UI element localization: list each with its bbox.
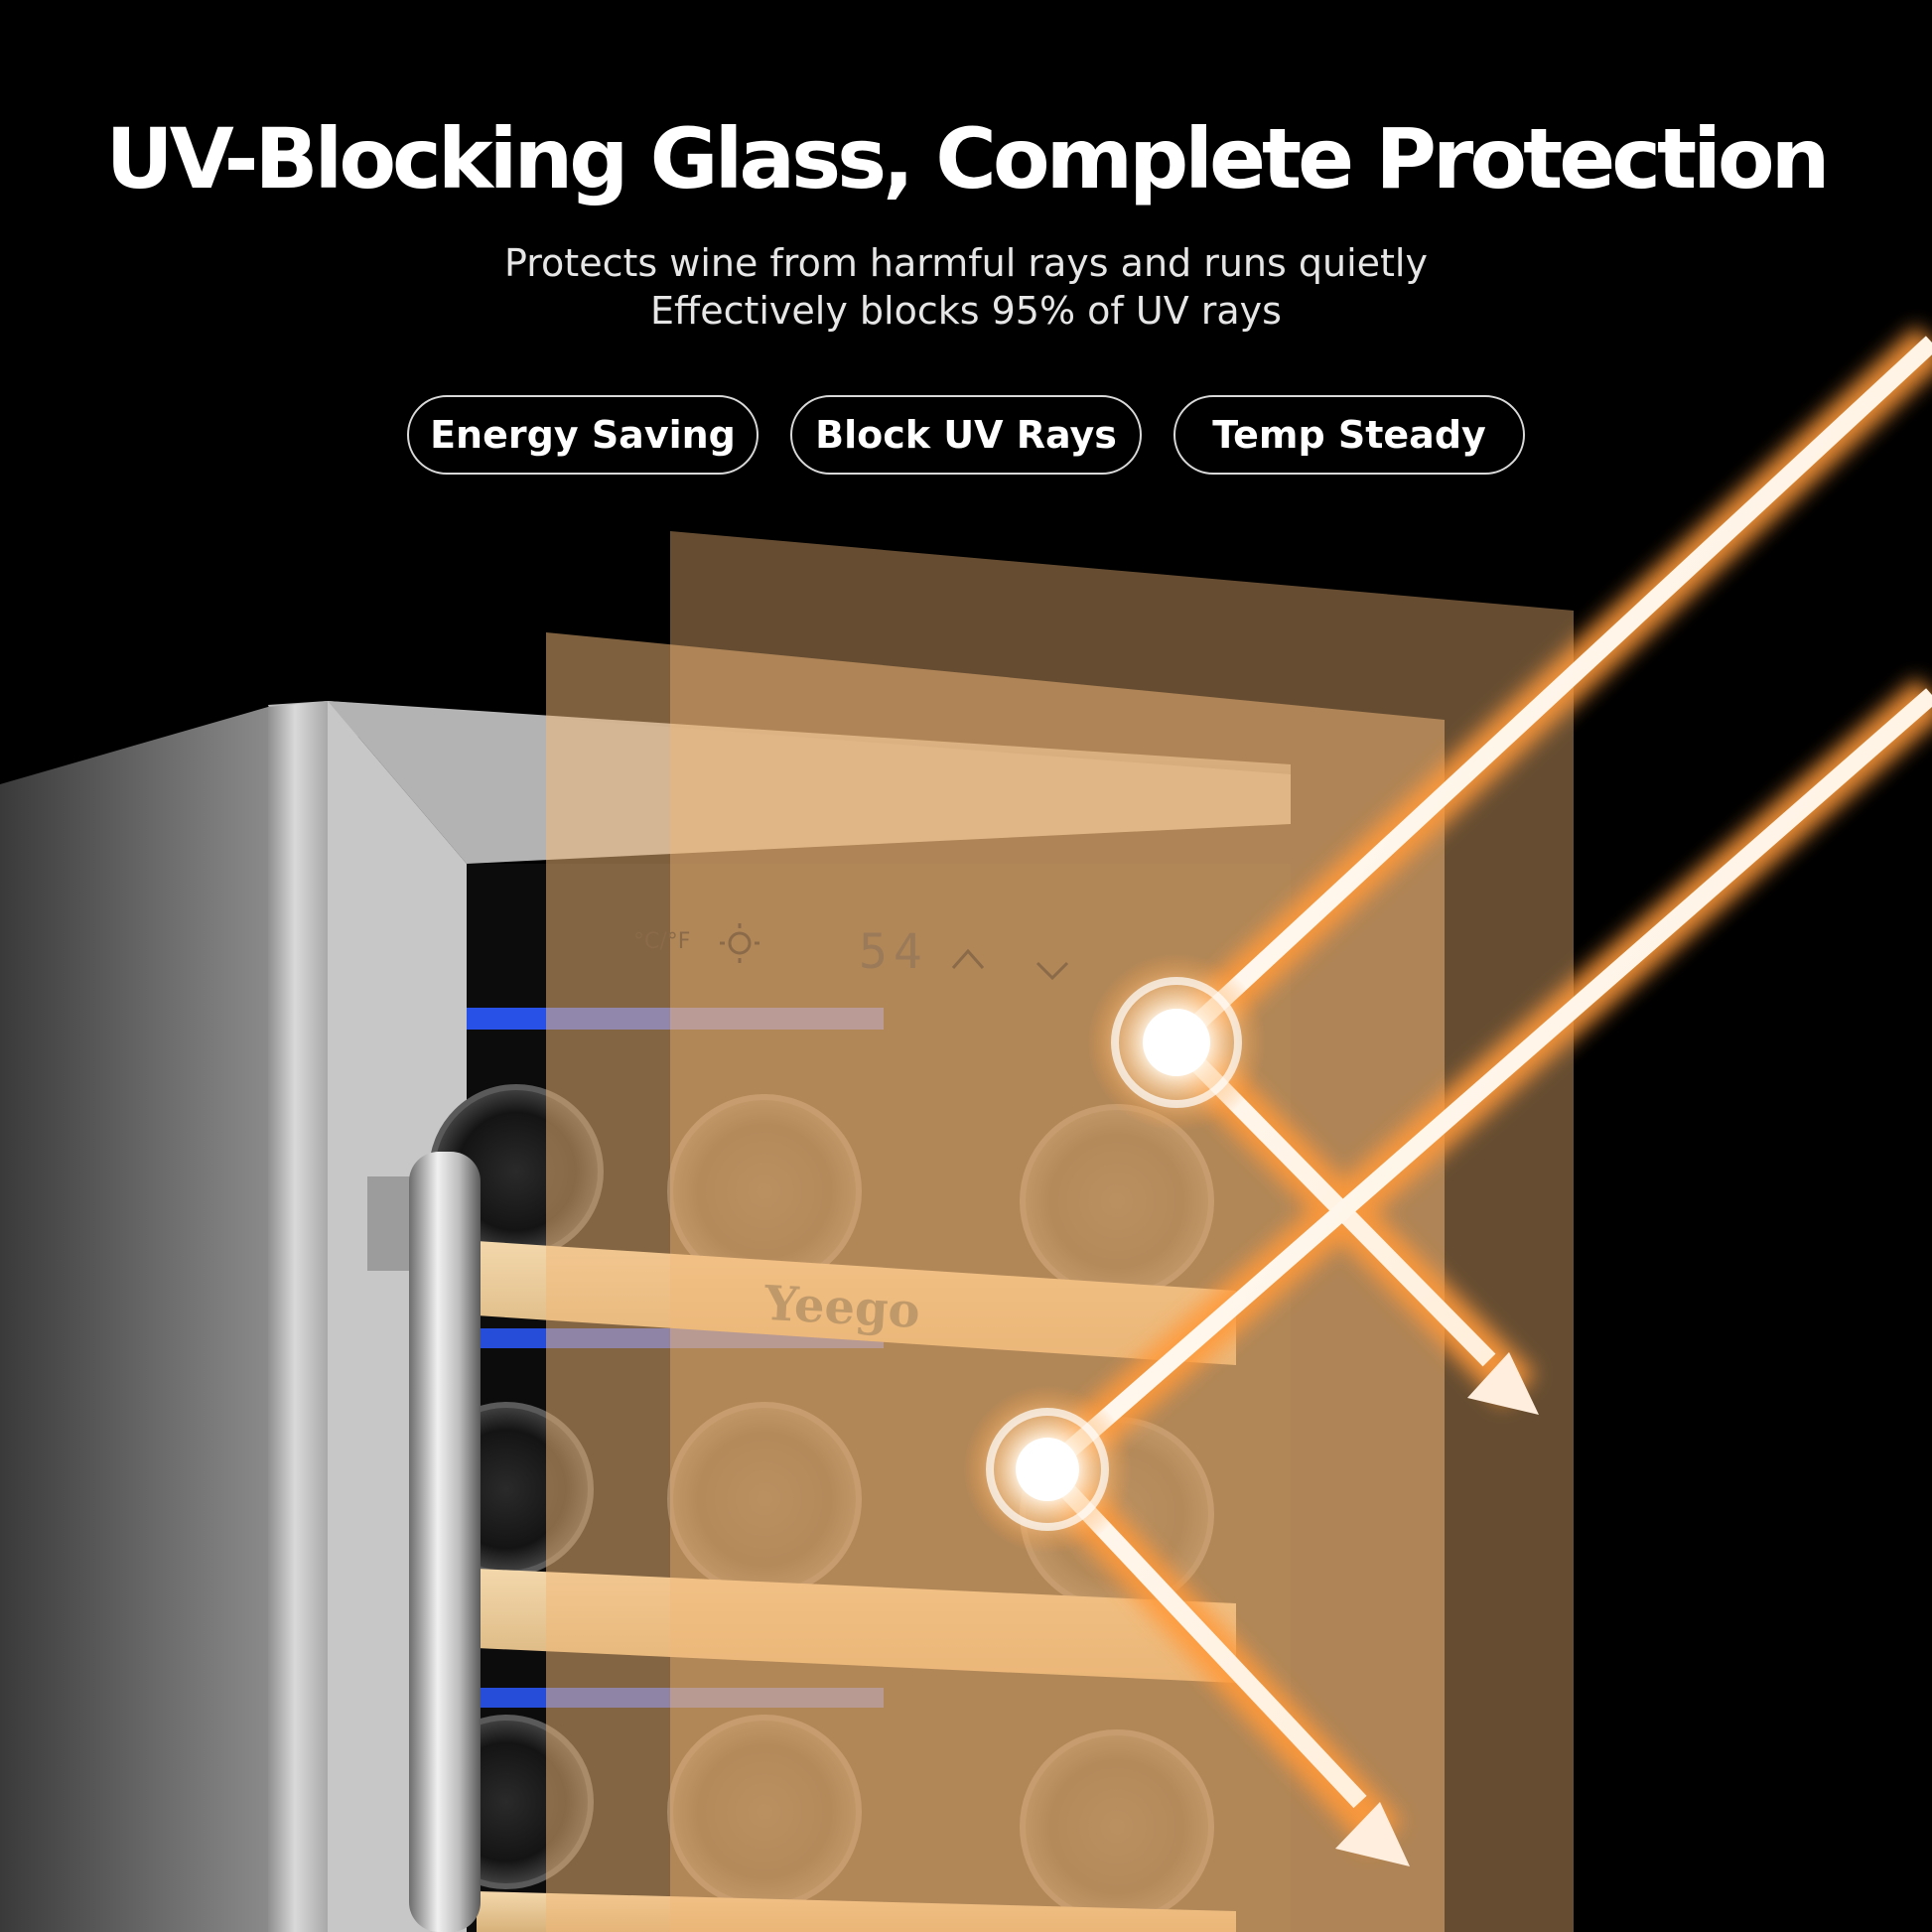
feature-badge-energy-saving: Energy Saving xyxy=(407,395,759,475)
arrow-down-icon[interactable] xyxy=(1035,961,1069,981)
handle-mount xyxy=(367,1176,417,1271)
headline: UV-Blocking Glass, Complete Protection xyxy=(105,110,1831,207)
door-handle xyxy=(409,1152,481,1932)
door-frame-left xyxy=(268,701,328,1932)
arrow-head-icon xyxy=(1335,1802,1410,1866)
feature-badge-block-uv-rays: Block UV Rays xyxy=(790,395,1142,475)
arrow-head-icon xyxy=(1467,1352,1539,1415)
control-panel: °C/°F 54 xyxy=(633,923,1069,981)
temperature-display: 54 xyxy=(859,924,928,980)
uv-glass-pane-front xyxy=(546,632,1445,1932)
light-icon[interactable] xyxy=(720,923,759,963)
feature-badge-temp-steady: Temp Steady xyxy=(1173,395,1525,475)
brand-logo: Yeego xyxy=(762,1276,921,1339)
reflection-glow-icon xyxy=(963,1385,1132,1554)
cabinet-side-panel xyxy=(0,707,268,1932)
subtitle-line-1: Protects wine from harmful rays and runs… xyxy=(504,241,1428,285)
arrow-up-icon[interactable] xyxy=(951,948,985,969)
reflection-glow-icon xyxy=(1087,953,1266,1132)
subtitle-line-2: Effectively blocks 95% of UV rays xyxy=(650,289,1282,333)
unit-toggle-icon[interactable]: °C/°F xyxy=(633,929,690,954)
